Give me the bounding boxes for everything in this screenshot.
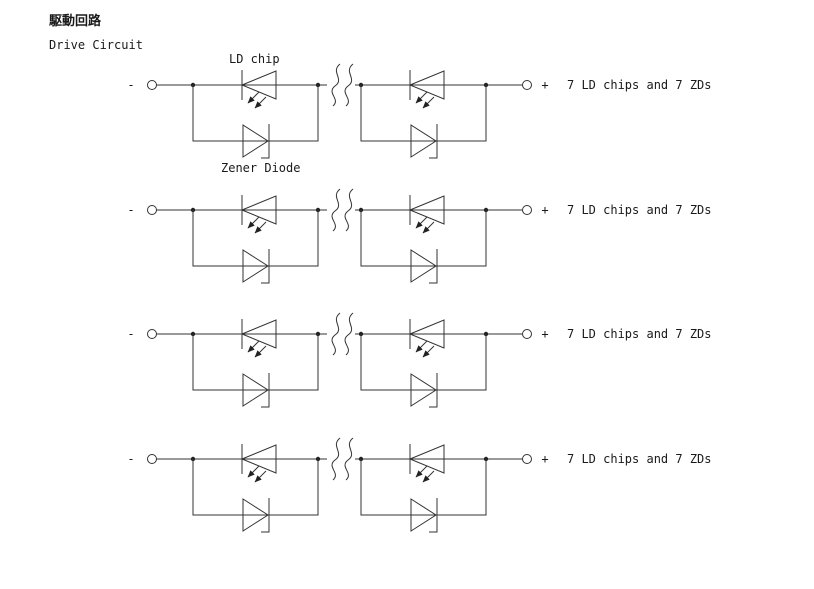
circuit-row-3: [148, 313, 532, 407]
row-note: 7 LD chips and 7 ZDs: [567, 452, 712, 466]
plus-label: +: [541, 327, 549, 341]
page-title-english: Drive Circuit: [49, 38, 143, 52]
minus-label: -: [127, 327, 135, 341]
row-note: 7 LD chips and 7 ZDs: [567, 78, 712, 92]
minus-label: -: [127, 78, 135, 92]
ld-chip-label: LD chip: [229, 52, 280, 66]
plus-label: +: [541, 452, 549, 466]
plus-label: +: [541, 203, 549, 217]
circuit-row-2: [148, 189, 532, 283]
row-note: 7 LD chips and 7 ZDs: [567, 203, 712, 217]
row-note: 7 LD chips and 7 ZDs: [567, 327, 712, 341]
circuit-row-4: [148, 438, 532, 532]
page-title-japanese: 駆動回路: [49, 14, 102, 29]
zener-diode-label: Zener Diode: [221, 161, 301, 175]
minus-label: -: [127, 452, 135, 466]
plus-label: +: [541, 78, 549, 92]
circuit-row-1: [148, 64, 532, 158]
minus-label: -: [127, 203, 135, 217]
